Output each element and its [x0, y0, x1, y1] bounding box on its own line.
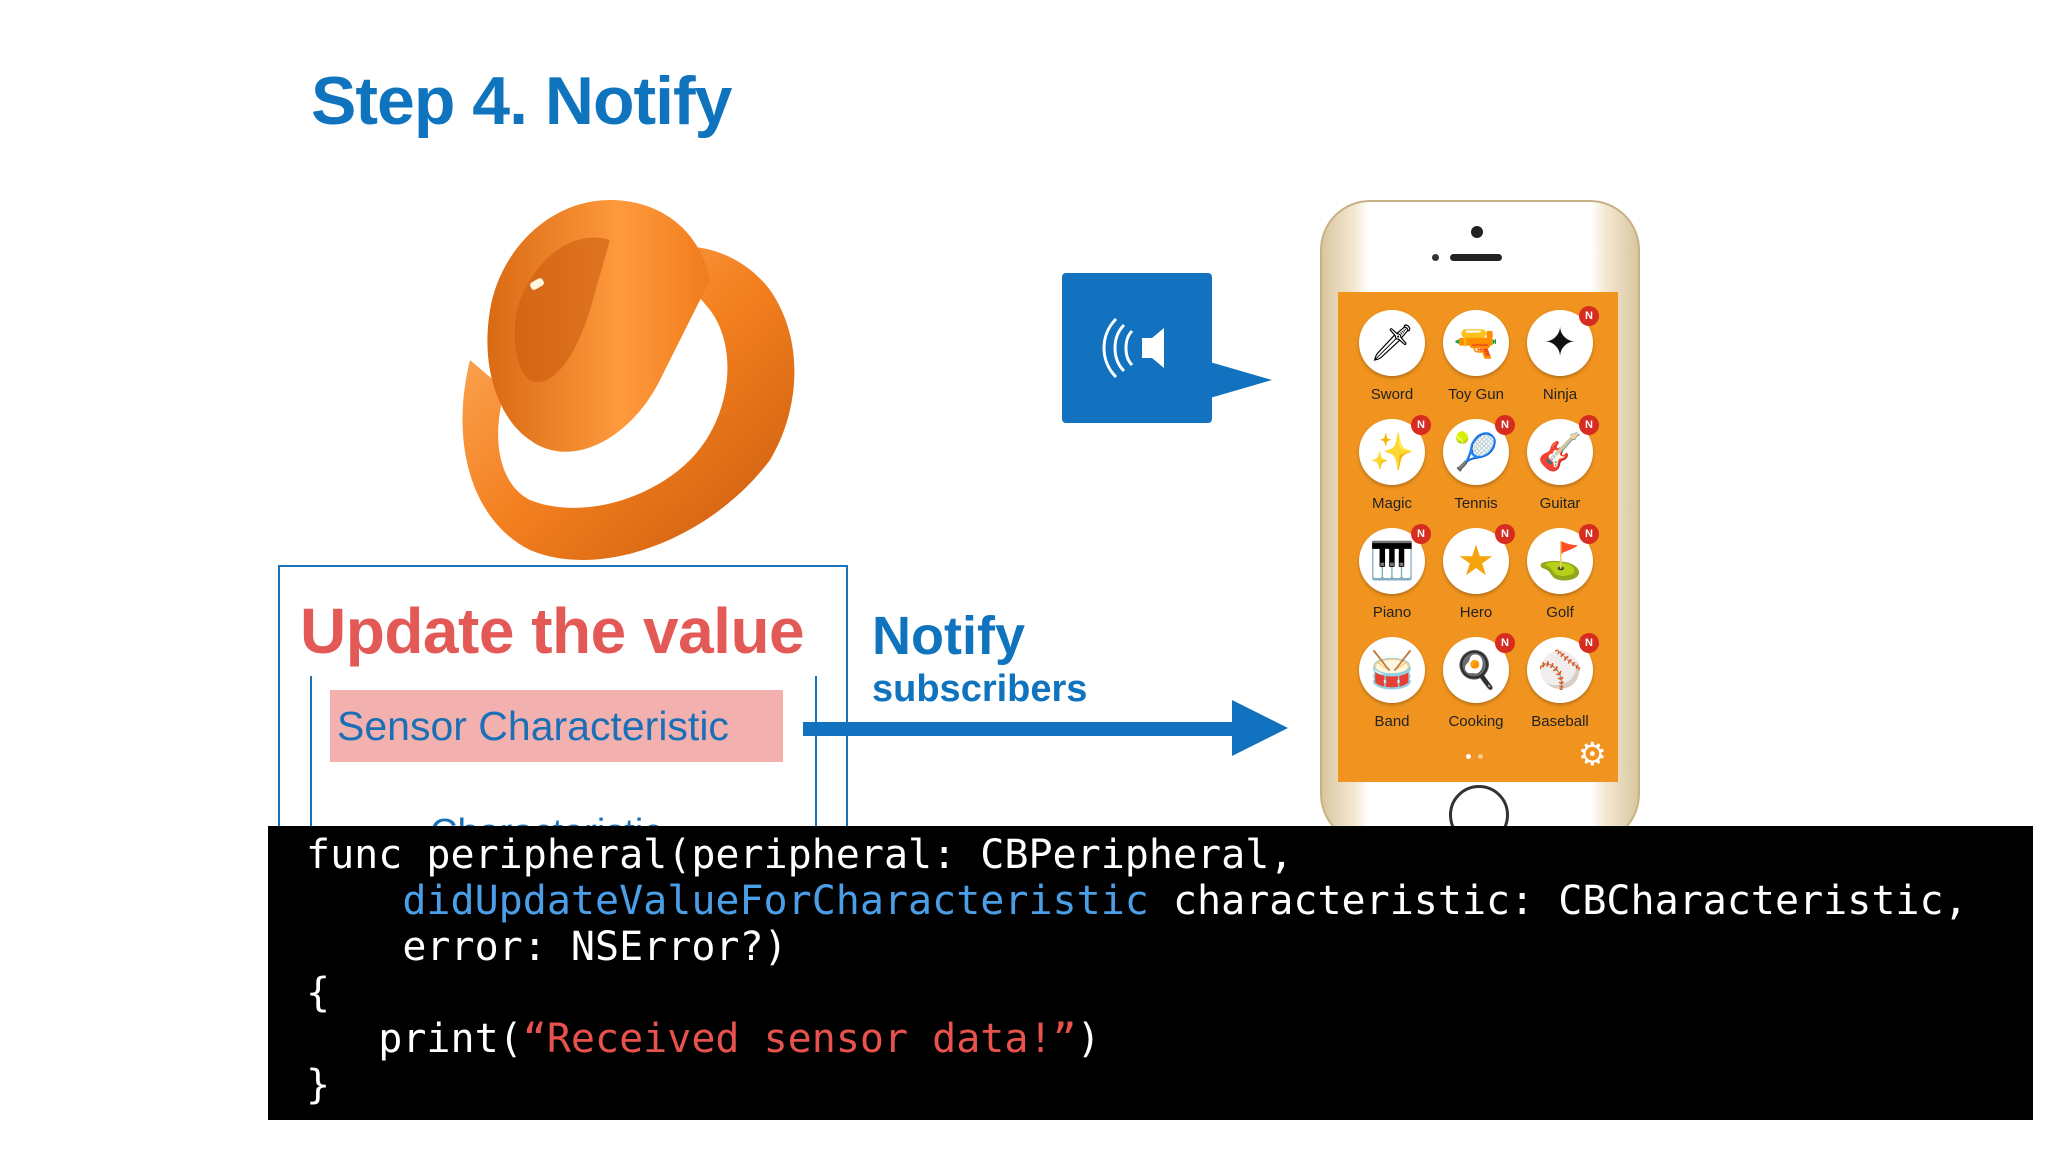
app-label: Ninja: [1542, 386, 1578, 403]
magic-wand-icon-glyph: ✨: [1369, 431, 1415, 472]
app-label: Sword: [1370, 386, 1414, 403]
notify-arrow-shaft: [803, 722, 1235, 736]
app-label: Baseball: [1531, 713, 1589, 730]
new-badge: N: [1579, 306, 1599, 326]
shuriken-icon-glyph: ✦: [1543, 321, 1577, 365]
sound-callout: [1062, 273, 1212, 423]
new-badge: N: [1411, 415, 1431, 435]
app-label: Hero: [1459, 604, 1493, 621]
new-badge: N: [1495, 633, 1515, 653]
app-label: Guitar: [1539, 495, 1581, 512]
app-sword[interactable]: sword-icon🗡Sword: [1350, 310, 1434, 418]
piano-icon-glyph: 🎹: [1369, 540, 1415, 581]
new-badge: N: [1495, 415, 1515, 435]
string-literal: “Received sensor data!”: [522, 1016, 1077, 1062]
tennis-racket-icon-glyph: 🎾: [1453, 431, 1499, 472]
golf-club-icon-glyph: ⛳: [1537, 540, 1583, 581]
method-name: didUpdateValueForCharacteristic: [402, 878, 1149, 924]
app-toy-gun[interactable]: toy-gun-icon🔫Toy Gun: [1434, 310, 1518, 418]
code-line-1: func peripheral(peripheral: CBPeripheral…: [306, 832, 1294, 878]
code-line-4: {: [306, 970, 331, 1016]
app-label: Tennis: [1454, 495, 1498, 512]
code-line-5: print(“Received sensor data!”): [306, 1016, 1101, 1062]
code-line-2: didUpdateValueForCharacteristic characte…: [402, 878, 1968, 924]
update-value-heading: Update the value: [300, 595, 805, 667]
drum-icon-glyph: 🥁: [1369, 649, 1415, 690]
notify-heading: Notify: [872, 606, 1025, 666]
characteristic-frame: [310, 676, 817, 856]
settings-gear-icon[interactable]: ⚙: [1578, 736, 1607, 772]
app-label: Band: [1374, 713, 1410, 730]
notify-arrow-head-icon: [1232, 700, 1288, 756]
wristband-image: [462, 200, 795, 560]
new-badge: N: [1411, 524, 1431, 544]
app-label: Golf: [1546, 604, 1574, 621]
sword-icon-glyph: 🗡: [1369, 322, 1415, 363]
code-line-3: error: NSError?): [306, 924, 788, 970]
code-line-6: }: [306, 1062, 331, 1108]
page-indicator: [1466, 754, 1490, 760]
toy-gun-icon-glyph: 🔫: [1453, 322, 1499, 363]
sensor-characteristic-label: Sensor Characteristic: [337, 703, 729, 749]
frying-pan-icon-glyph: 🍳: [1453, 649, 1499, 690]
new-badge: N: [1579, 524, 1599, 544]
new-badge: N: [1579, 633, 1599, 653]
phone-camera-icon: [1471, 226, 1483, 238]
sensor-characteristic-highlight: [330, 690, 783, 762]
phone-sensor-dot: [1432, 254, 1439, 261]
app-label: Magic: [1371, 495, 1412, 512]
new-badge: N: [1579, 415, 1599, 435]
app-band[interactable]: drum-icon🥁Band: [1350, 637, 1434, 745]
guitar-icon-glyph: 🎸: [1537, 431, 1583, 472]
app-label: Toy Gun: [1448, 386, 1504, 403]
notify-subtitle: subscribers: [872, 668, 1088, 710]
callout-pointer-icon: [1210, 362, 1272, 398]
phone-speaker-grill: [1450, 254, 1502, 261]
phone-screen: sword-icon🗡Swordtoy-gun-icon🔫Toy Gunshur…: [1338, 292, 1618, 782]
app-label: Cooking: [1448, 713, 1504, 730]
baseball-bat-icon-glyph: ⚾: [1537, 649, 1583, 690]
new-badge: N: [1495, 524, 1515, 544]
speaker-sound-icon: [1102, 317, 1164, 379]
star-icon-glyph: ★: [1457, 537, 1495, 584]
app-label: Piano: [1372, 604, 1412, 621]
slide-title: Step 4. Notify: [311, 63, 732, 139]
code-block: func peripheral(peripheral: CBPeripheral…: [268, 826, 2033, 1120]
